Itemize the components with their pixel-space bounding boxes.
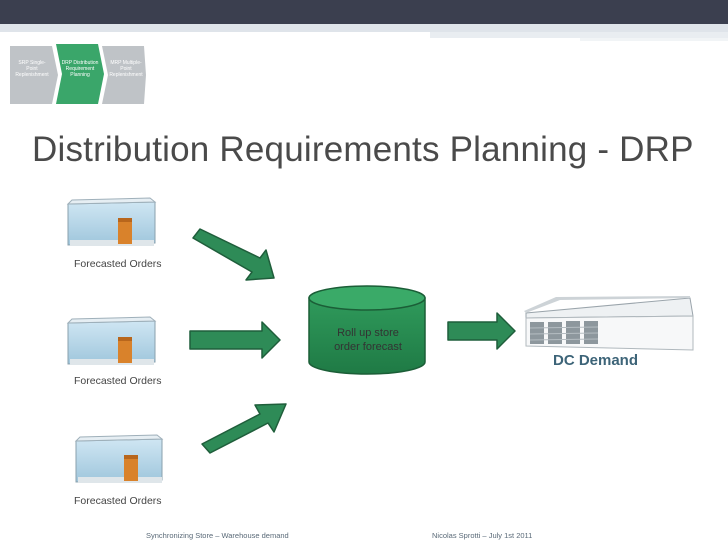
- arrow-store1-to-db: [192, 228, 275, 281]
- footer-left: Synchronizing Store – Warehouse demand: [146, 531, 289, 540]
- arrow-db-to-dc: [447, 312, 516, 350]
- step-mrp: MRP Multiple-Point Replenishment: [104, 44, 148, 102]
- top-banner: [0, 0, 728, 24]
- database-label-line1: Roll up store: [337, 327, 399, 339]
- step-srp: SRP Single-Point Replenishment: [10, 44, 54, 102]
- top-accent-line-3: [580, 38, 728, 41]
- step-mrp-label: MRP Multiple-Point Replenishment: [109, 60, 143, 78]
- store-2-label: Forecasted Orders: [74, 375, 162, 387]
- top-accent-line-2: [430, 32, 728, 38]
- database-cylinder: [308, 285, 426, 375]
- step-drp: DRP Distribution Requirement Planning: [58, 44, 102, 102]
- store-icon-3: [74, 434, 164, 483]
- footer-right: Nicolas Sprotti – July 1st 2011: [432, 531, 533, 540]
- top-accent-line: [0, 24, 728, 32]
- process-steps-shapes: [10, 44, 146, 104]
- store-1-label: Forecasted Orders: [74, 258, 162, 270]
- dc-demand-label: DC Demand: [553, 352, 639, 369]
- step-drp-label: DRP Distribution Requirement Planning: [61, 60, 99, 78]
- step-srp-label: SRP Single-Point Replenishment: [15, 60, 49, 78]
- warehouse-icon: [524, 296, 694, 351]
- database-label: Roll up store order forecast: [310, 326, 426, 354]
- step-shape-drp: [56, 44, 104, 104]
- database-label-line2: order forecast: [334, 341, 402, 353]
- arrow-store2-to-db: [189, 321, 281, 359]
- slide-title: Distribution Requirements Planning - DRP: [32, 130, 694, 169]
- step-shape-srp: [10, 46, 58, 104]
- process-steps: SRP Single-Point Replenishment DRP Distr…: [10, 44, 150, 106]
- store-icon-1: [66, 197, 157, 246]
- store-3-label: Forecasted Orders: [74, 495, 162, 507]
- step-shape-mrp: [102, 46, 146, 104]
- arrow-store3-to-db: [201, 403, 287, 454]
- store-icon-2: [66, 316, 157, 365]
